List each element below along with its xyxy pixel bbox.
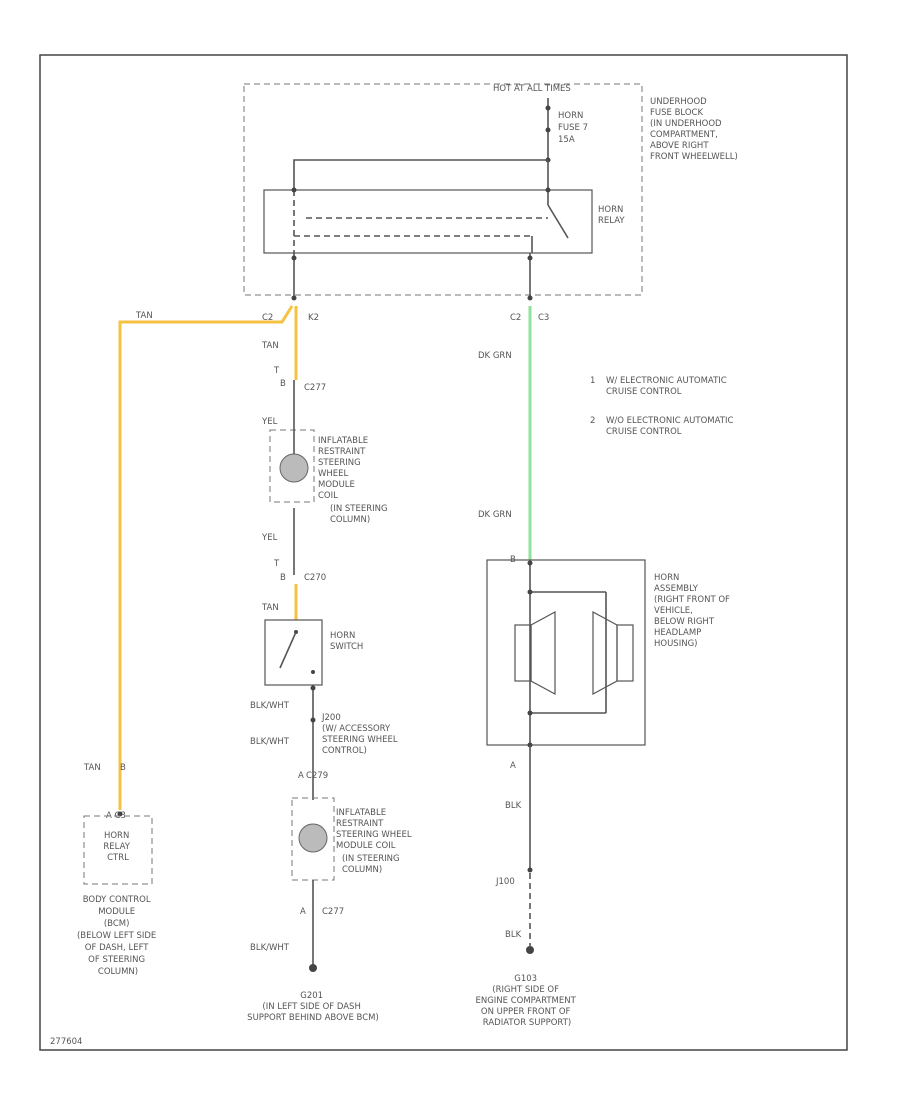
relay-feed-bus xyxy=(293,159,549,190)
fuse-block-outline xyxy=(243,83,643,296)
horn-assembly: B HORN ASSEMBLY (RIGHT FRONT OF VEHICLE,… xyxy=(486,555,733,748)
power-label: HOT AT ALL TIMES xyxy=(493,84,571,94)
c270-side: T xyxy=(273,559,280,569)
yel-wire-label-1: YEL xyxy=(261,417,278,427)
horn-switch-label: HORN SWITCH xyxy=(330,631,363,652)
horn-pin-a: A xyxy=(510,761,516,771)
connector-c2-left: C2 xyxy=(262,313,273,323)
blk-wht-label-1: BLK/WHT xyxy=(250,701,290,711)
c270-splice: C270 xyxy=(304,573,326,583)
coil-top-label: INFLATABLE RESTRAINT STEERING WHEEL MODU… xyxy=(318,436,390,525)
g103-label: G103 (RIGHT SIDE OF ENGINE COMPARTMENT O… xyxy=(475,974,578,1028)
c277-bot-splice: C277 xyxy=(322,907,344,917)
tan-wire-label-lower: TAN xyxy=(261,603,279,613)
blk-wht-label-2: BLK/WHT xyxy=(250,737,290,747)
j100-splice: J100 xyxy=(495,877,515,887)
g201-label: G201 (IN LEFT SIDE OF DASH SUPPORT BEHIN… xyxy=(247,991,379,1023)
figure-id: 277604 xyxy=(50,1037,82,1047)
horn-pin-b: B xyxy=(510,555,516,565)
tan-wire-bcm xyxy=(118,305,294,810)
dk-grn-label-bottom: DK GRN xyxy=(478,510,512,520)
horn-relay: HORN RELAY xyxy=(263,187,626,254)
blk-label-2: BLK xyxy=(505,930,522,940)
c279-splice: C279 xyxy=(306,771,328,781)
fuse-label: HORN FUSE 7 15A xyxy=(558,111,591,145)
tan-wire-label-vert: TAN xyxy=(261,341,279,351)
coil-bottom: INFLATABLE RESTRAINT STEERING WHEEL MODU… xyxy=(291,797,414,881)
ground-g103 xyxy=(526,946,534,954)
c270-pin: B xyxy=(280,573,286,583)
horn-speaker-right xyxy=(592,610,634,696)
note-1-num: 1 xyxy=(590,376,595,386)
horn-fuse: HORN FUSE 7 15A xyxy=(545,98,591,163)
coil-top: INFLATABLE RESTRAINT STEERING WHEEL MODU… xyxy=(269,420,390,525)
j200-desc: (W/ ACCESSORY STEERING WHEEL CONTROL) xyxy=(322,724,400,756)
c277-top-pin: B xyxy=(280,379,286,389)
c277-bot-pin: A xyxy=(300,907,306,917)
connector-c2-right: C2 xyxy=(510,313,521,323)
c277-top-splice: C277 xyxy=(304,383,326,393)
fuse-block-label: UNDERHOOD FUSE BLOCK (IN UNDERHOOD COMPA… xyxy=(650,97,738,162)
connector-c3: C3 xyxy=(538,313,549,323)
bcm-box: HORN RELAY CTRL xyxy=(83,815,153,885)
bcm-pin: B xyxy=(120,763,126,773)
diagram-frame xyxy=(39,54,848,1051)
ground-g201 xyxy=(309,964,317,972)
note-2-text: W/O ELECTRONIC AUTOMATIC CRUISE CONTROL xyxy=(606,416,736,437)
tan-wire-label-top: TAN xyxy=(135,311,153,321)
yel-wire-label-2: YEL xyxy=(261,533,278,543)
note-2-num: 2 xyxy=(590,416,595,426)
bcm-box-label: HORN RELAY CTRL xyxy=(103,831,132,863)
horn-assembly-label: HORN ASSEMBLY (RIGHT FRONT OF VEHICLE, B… xyxy=(654,573,733,649)
horn-relay-label: HORN RELAY xyxy=(598,205,626,226)
tan-wire-label-bcm: TAN xyxy=(83,763,101,773)
connector-k2: K2 xyxy=(308,313,319,323)
blk-label-1: BLK xyxy=(505,801,522,811)
c279-pin: A xyxy=(298,771,304,781)
bcm-label: BODY CONTROL MODULE (BCM) (BELOW LEFT SI… xyxy=(77,895,159,977)
note-1-text: W/ ELECTRONIC AUTOMATIC CRUISE CONTROL xyxy=(606,376,729,397)
dk-grn-label-top: DK GRN xyxy=(478,351,512,361)
horn-switch: HORN SWITCH xyxy=(264,619,363,686)
blk-wht-label-3: BLK/WHT xyxy=(250,943,290,953)
j200-splice: J200 xyxy=(321,713,341,723)
c277-top-side: T xyxy=(273,366,280,376)
coil-bottom-label: INFLATABLE RESTRAINT STEERING WHEEL MODU… xyxy=(336,808,414,875)
notes: 1 W/ ELECTRONIC AUTOMATIC CRUISE CONTROL… xyxy=(590,376,736,437)
horn-speaker-left xyxy=(514,610,556,696)
